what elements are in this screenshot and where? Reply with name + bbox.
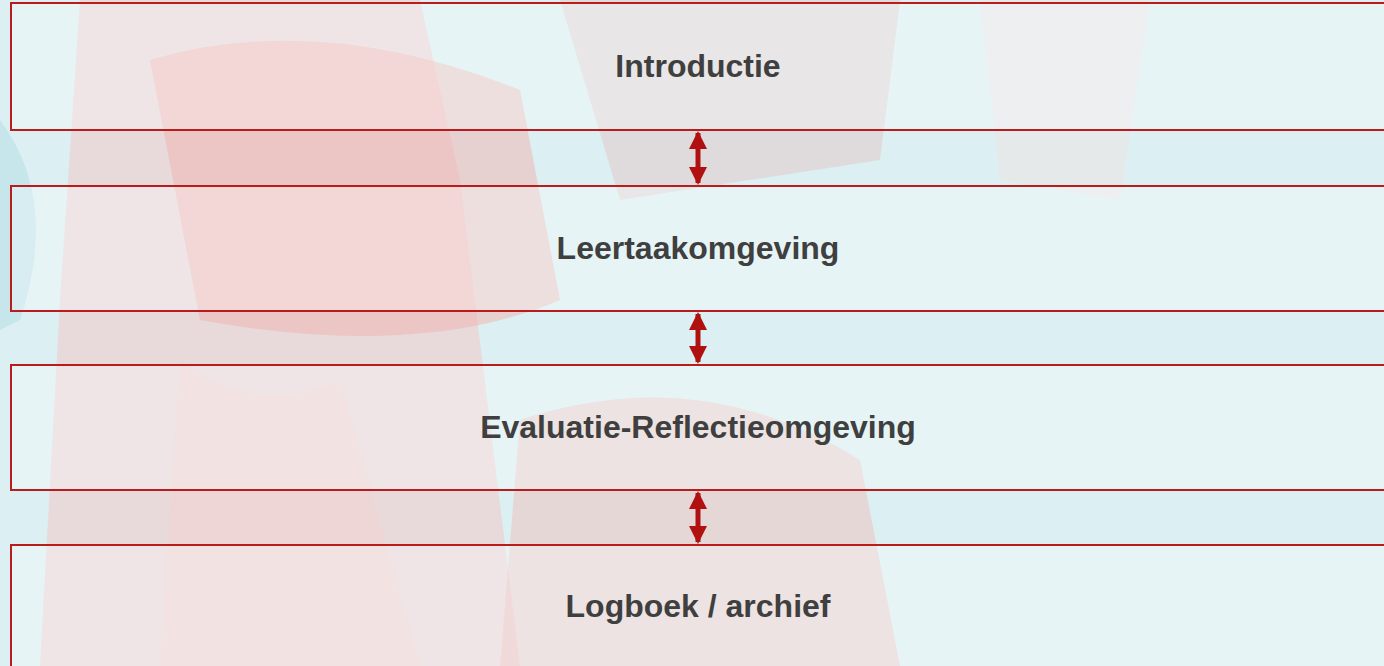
- double-arrow: [696, 314, 701, 362]
- double-arrow: [696, 493, 701, 542]
- box-label: Leertaakomgeving: [541, 230, 856, 267]
- double-arrow: [696, 133, 701, 183]
- process-box: Introductie: [10, 2, 1384, 131]
- box-label: Logboek / archief: [550, 588, 847, 625]
- box-label: Evaluatie-Reflectieomgeving: [464, 409, 932, 446]
- box-label: Introductie: [599, 48, 796, 85]
- process-box: Leertaakomgeving: [10, 185, 1384, 312]
- process-box: Evaluatie-Reflectieomgeving: [10, 364, 1384, 491]
- process-box: Logboek / archief: [10, 544, 1384, 666]
